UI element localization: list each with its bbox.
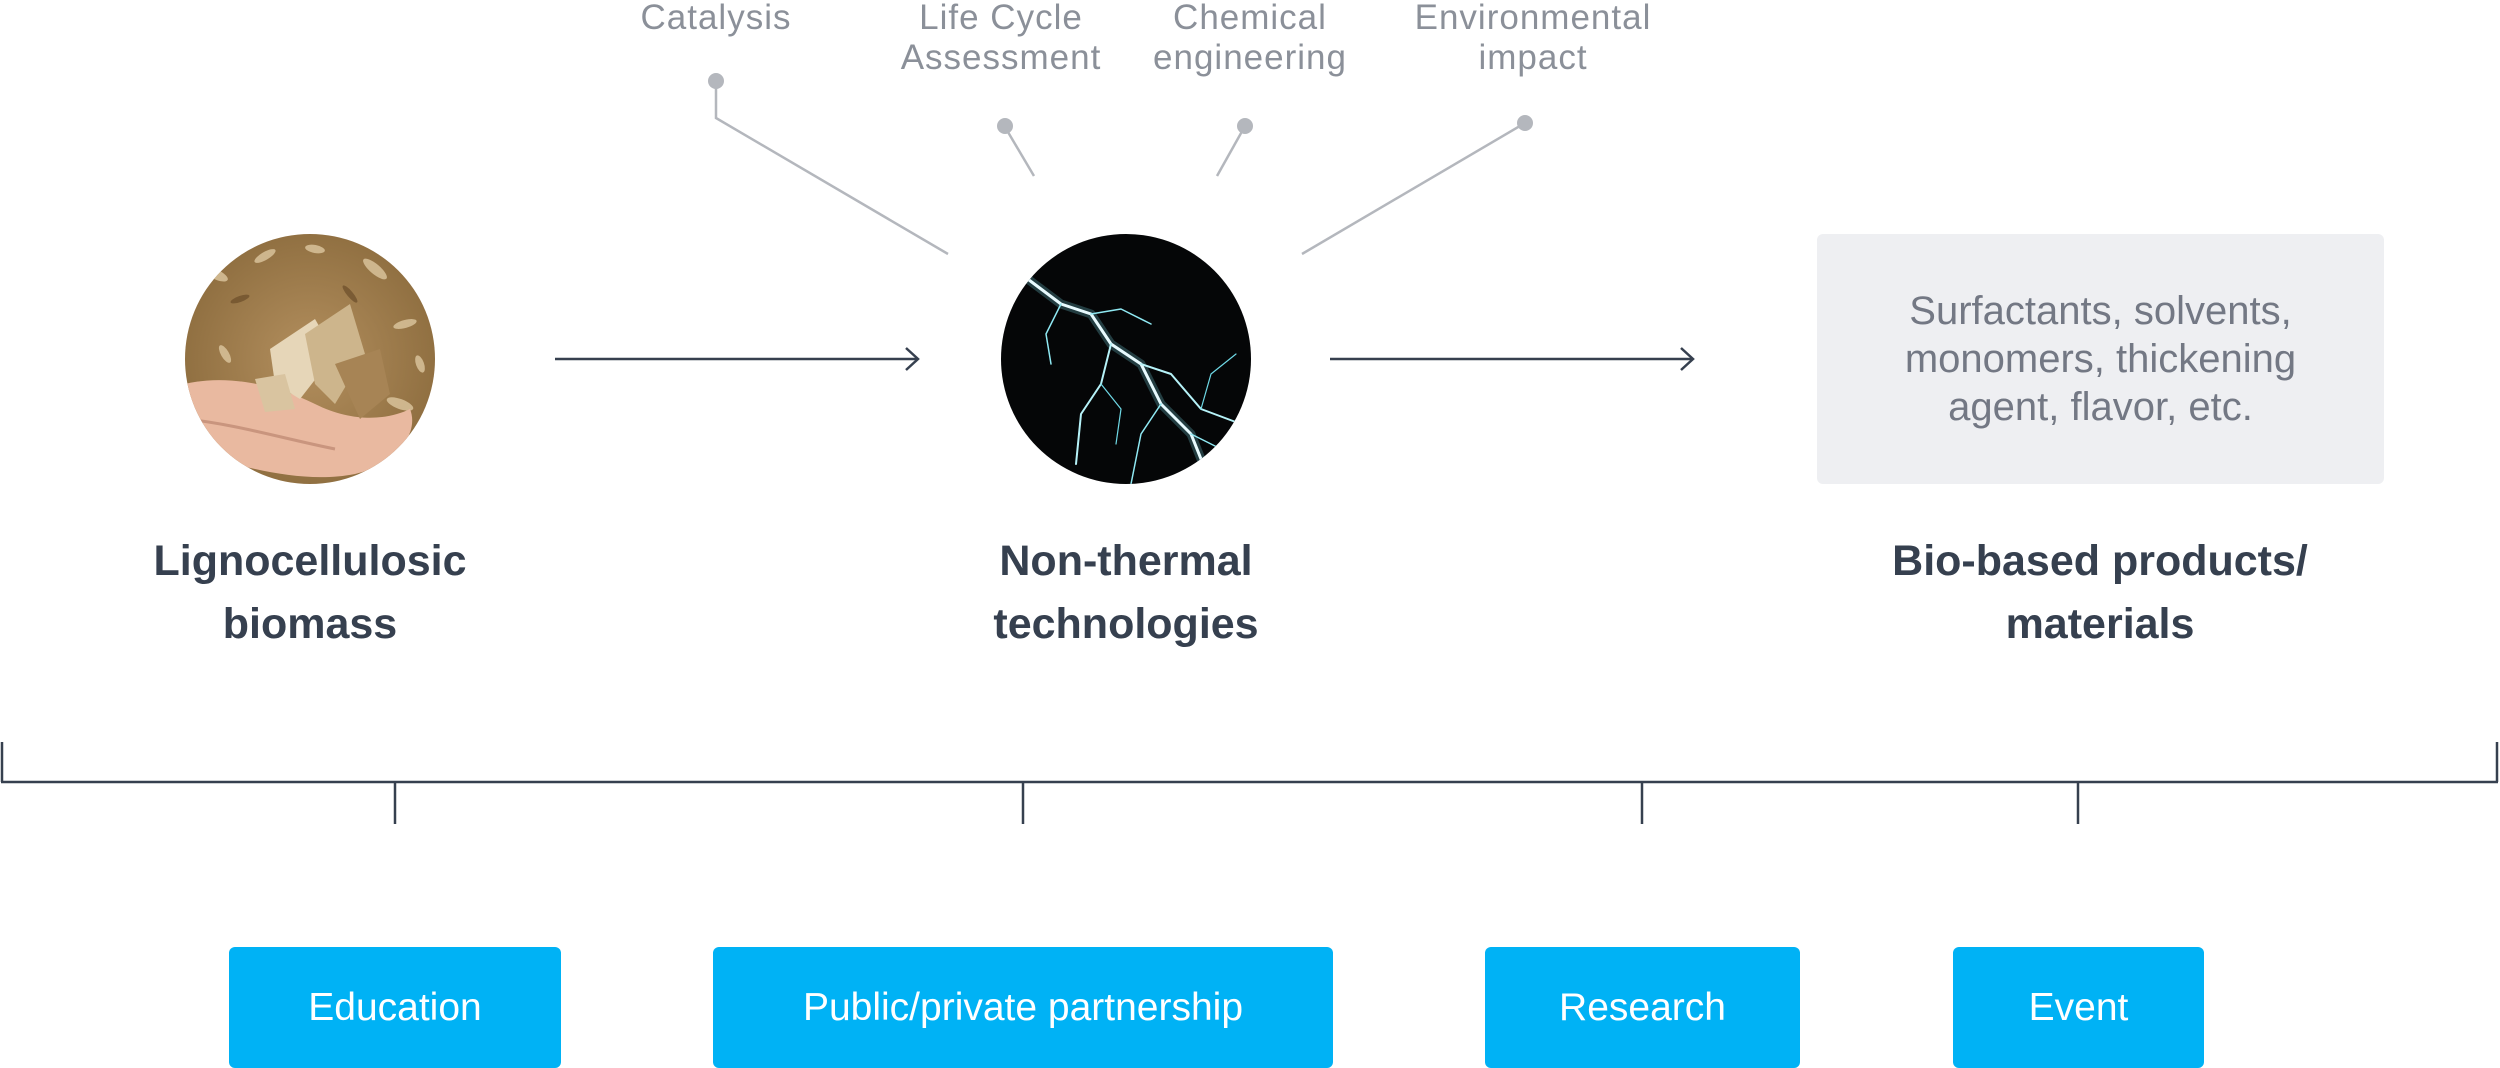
topic-line: Assessment	[900, 38, 1102, 77]
topic-life-cycle-assessment: Life Cycle Assessment	[871, 0, 1131, 78]
products-text: Surfactants, solvents, monomers, thicken…	[1871, 287, 2331, 431]
connector-lca	[1003, 126, 1036, 177]
dot-environmental-impact	[1517, 115, 1533, 131]
dot-lca	[997, 118, 1013, 134]
products-line: monomers, thickening	[1904, 337, 2297, 381]
topic-line: engineering	[1153, 38, 1347, 77]
connector-chemical-engineering	[1215, 125, 1247, 177]
education-button[interactable]: Education	[229, 947, 561, 1068]
public-private-partnership-button[interactable]: Public/private partnership	[713, 947, 1333, 1068]
arrowhead-1	[905, 347, 920, 371]
stage-label-technologies: Non-thermal technologies	[846, 530, 1406, 656]
dot-catalysis	[708, 73, 724, 89]
arrowhead-2	[1680, 347, 1695, 371]
connector-environmental-impact	[1301, 121, 1526, 256]
technologies-image	[1001, 234, 1251, 484]
topic-dots	[708, 73, 1533, 134]
topic-line: Catalysis	[640, 0, 792, 37]
stage-label-biomass: Lignocellulosic biomass	[30, 530, 590, 656]
biomass-image	[185, 234, 435, 484]
flow-arrows	[555, 347, 1695, 371]
wood-chips-in-hand-image	[185, 234, 435, 484]
stage-label-line: Non-thermal	[999, 537, 1253, 585]
topic-line: impact	[1478, 38, 1588, 77]
connector-catalysis	[714, 82, 949, 256]
stage-label-line: materials	[2005, 600, 2195, 648]
products-line: agent, flavor, etc.	[1948, 385, 2253, 429]
stage-label-line: Bio-based products/	[1892, 537, 2308, 585]
dot-chemical-engineering	[1237, 118, 1253, 134]
stage-label-line: Lignocellulosic	[153, 537, 467, 585]
bracket	[0, 742, 2499, 824]
products-box: Surfactants, solvents, monomers, thicken…	[1817, 234, 2384, 484]
topic-catalysis: Catalysis	[586, 0, 846, 38]
topic-environmental-impact: Environmental impact	[1403, 0, 1663, 78]
research-button[interactable]: Research	[1485, 947, 1800, 1068]
products-line: Surfactants, solvents,	[1909, 289, 2292, 333]
topic-line: Chemical	[1173, 0, 1327, 37]
topic-connectors	[714, 82, 1526, 256]
topic-line: Life Cycle	[919, 0, 1083, 37]
topic-line: Environmental	[1414, 0, 1652, 37]
lightning-bolt-image	[1001, 234, 1251, 484]
topic-chemical-engineering: Chemical engineering	[1120, 0, 1380, 78]
event-button[interactable]: Event	[1953, 947, 2204, 1068]
stage-label-line: biomass	[222, 600, 398, 648]
stage-label-line: technologies	[993, 600, 1259, 648]
stage-label-products: Bio-based products/ materials	[1820, 530, 2380, 656]
